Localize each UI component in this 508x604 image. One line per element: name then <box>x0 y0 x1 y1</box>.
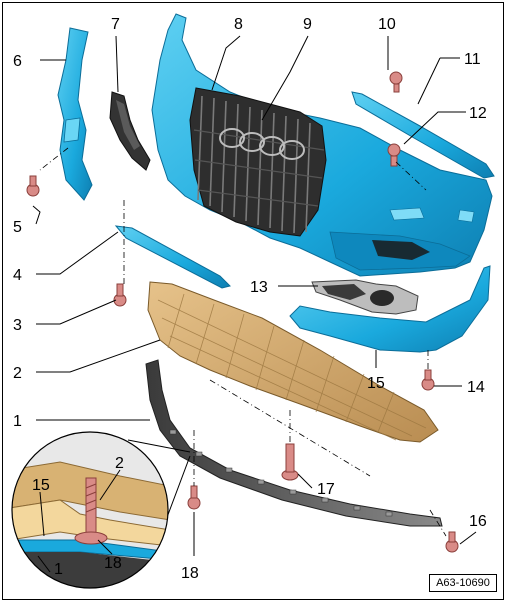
callout-13: 13 <box>250 279 268 296</box>
callout-8: 8 <box>234 16 243 33</box>
callout-1: 1 <box>13 413 22 430</box>
callout-9: 9 <box>303 16 312 33</box>
upper-right-trim-strip <box>351 91 495 179</box>
assembly-axis-lines <box>39 147 447 537</box>
fog-light-grille <box>311 279 419 315</box>
callout-17: 17 <box>317 481 335 498</box>
callout-12: 12 <box>469 105 487 122</box>
screw-18 <box>187 485 201 510</box>
leader-lines <box>32 35 477 556</box>
callout-labels: 1 2 3 4 5 6 7 8 9 10 11 12 13 14 15 16 1… <box>13 16 487 582</box>
callout-6: 6 <box>13 53 22 70</box>
callout-11: 11 <box>464 51 481 68</box>
screw-12 <box>387 143 401 167</box>
callout-18: 18 <box>181 565 199 582</box>
screw-16 <box>445 531 459 553</box>
screw-3 <box>113 283 127 307</box>
underbody-protection-panel <box>147 281 439 443</box>
figure-code-label: A63-10690 <box>429 574 497 592</box>
lower-spoiler-strip <box>145 359 443 527</box>
callout-10: 10 <box>378 16 396 33</box>
clip-17 <box>281 443 299 481</box>
callout-3: 3 <box>13 317 22 334</box>
lower-bumper-trim <box>289 265 491 353</box>
callout-15: 15 <box>367 375 385 392</box>
left-side-bracket <box>57 27 93 201</box>
detail-callout-labels: 15 2 1 18 <box>32 455 124 578</box>
callout-16: 16 <box>469 513 487 530</box>
detail-callout-18: 18 <box>104 555 122 572</box>
lower-left-trim-strip <box>114 225 231 289</box>
callout-4: 4 <box>13 267 22 284</box>
detail-magnifier <box>11 431 191 589</box>
callout-14: 14 <box>467 379 485 396</box>
callout-2: 2 <box>13 365 22 382</box>
grille-frame-bracket <box>109 91 151 171</box>
detail-callout-15: 15 <box>32 477 50 494</box>
screw-10 <box>389 71 403 93</box>
detail-callout-1: 1 <box>54 561 63 578</box>
detail-callout-2: 2 <box>115 455 124 472</box>
callout-5: 5 <box>13 219 22 236</box>
screw-14 <box>421 369 435 391</box>
fasteners <box>26 71 459 553</box>
radiator-grille <box>189 87 327 237</box>
callout-7: 7 <box>111 16 120 33</box>
screw-5 <box>26 175 40 197</box>
